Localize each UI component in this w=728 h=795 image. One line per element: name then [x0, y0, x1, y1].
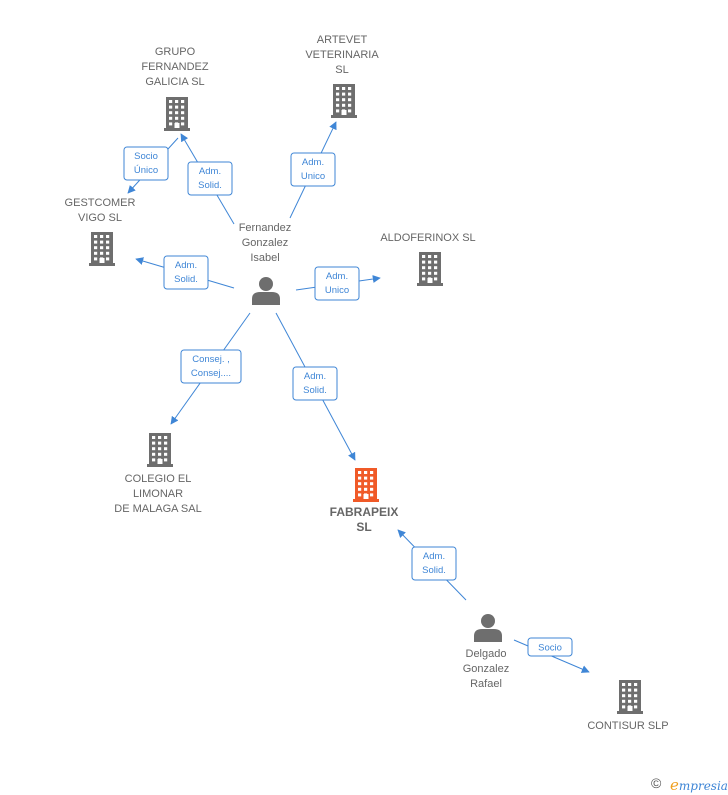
node-label-line: GESTCOMER — [65, 197, 136, 209]
edge-label-text: Unico — [325, 285, 349, 296]
edge-label-fernandez-artevet[interactable]: Adm. Unico — [290, 152, 336, 187]
edge-label-text: Adm. — [199, 166, 221, 177]
edge-label-fernandez-colegio[interactable]: Consej. , Consej.... — [180, 349, 242, 384]
node-label-line: Isabel — [250, 252, 279, 264]
edge-label-text: Solid. — [198, 180, 222, 191]
edge-label-text: Solid. — [422, 565, 446, 576]
brand-logo[interactable]: empresia — [670, 776, 728, 794]
node-label-line: SL — [356, 520, 371, 534]
node-grupo[interactable]: GRUPO FERNANDEZ GALICIA SL — [141, 46, 209, 131]
node-artevet[interactable]: ARTEVET VETERINARIA SL — [305, 34, 379, 118]
building-icon — [417, 252, 443, 286]
edge-label-text: Socio — [538, 643, 562, 654]
node-label-line: FABRAPEIX — [330, 505, 399, 519]
node-contisur[interactable]: CONTISUR SLP — [587, 680, 669, 732]
node-label-line: Rafael — [470, 678, 502, 690]
edge-label-text: Consej.... — [191, 368, 231, 379]
edge-label-text: Consej. , — [192, 354, 230, 365]
person-icon — [252, 277, 280, 305]
edge-label-text: Adm. — [304, 371, 326, 382]
node-label-line: VIGO SL — [78, 212, 122, 224]
edge-label-text: Adm. — [423, 551, 445, 562]
node-label-line: GALICIA SL — [145, 76, 204, 88]
node-label-line: ARTEVET — [317, 34, 368, 46]
node-label-line: FERNANDEZ — [141, 61, 209, 73]
node-label-line: Fernandez — [239, 222, 292, 234]
node-label-line: CONTISUR SLP — [587, 720, 668, 732]
building-icon — [331, 84, 357, 118]
node-label-line: GRUPO — [155, 46, 196, 58]
node-label-line: Delgado — [466, 648, 507, 660]
copyright-icon: © — [651, 775, 662, 791]
edge-label-fernandez-gestcomer[interactable]: Adm. Solid. — [163, 255, 209, 290]
edge-label-text: Adm. — [326, 271, 348, 282]
person-icon — [474, 614, 502, 642]
node-label-line: SL — [335, 64, 348, 76]
edge-label-text: Unico — [301, 171, 325, 182]
node-label-line: VETERINARIA — [305, 49, 379, 61]
node-label-line: LIMONAR — [133, 488, 183, 500]
edge-label-text: Adm. — [302, 157, 324, 168]
node-label-line: DE MALAGA SAL — [114, 503, 201, 515]
building-icon — [89, 232, 115, 266]
edge-label-fernandez-grupo[interactable]: Adm. Solid. — [187, 161, 233, 196]
building-icon — [617, 680, 643, 714]
edge-label-text: Adm. — [175, 260, 197, 271]
node-label-line: Gonzalez — [242, 237, 288, 249]
building-icon — [164, 97, 190, 131]
building-icon — [353, 468, 379, 502]
edge-label-text: Solid. — [303, 385, 327, 396]
brand-logo-text: mpresia — [678, 779, 728, 793]
edge-label-fernandez-fabrapeix[interactable]: Adm. Solid. — [292, 366, 338, 401]
node-gestcomer[interactable]: GESTCOMER VIGO SL — [65, 197, 136, 266]
edge-label-text: Único — [134, 165, 158, 176]
building-icon — [147, 433, 173, 467]
node-label-line: ALDOFERINOX SL — [380, 232, 475, 244]
brand-logo-initial: e — [670, 776, 679, 794]
edge-label-text: Solid. — [174, 274, 198, 285]
node-label-line: Gonzalez — [463, 663, 509, 675]
edge-label-delgado-contisur[interactable]: Socio — [527, 637, 573, 657]
edge-label-text: Socio — [134, 151, 158, 162]
node-colegio[interactable]: COLEGIO EL LIMONAR DE MALAGA SAL — [114, 433, 202, 515]
node-aldoferinox[interactable]: ALDOFERINOX SL — [380, 232, 476, 286]
edge-label-delgado-fabrapeix[interactable]: Adm. Solid. — [411, 546, 457, 581]
edge-label-fernandez-aldoferinox[interactable]: Adm. Unico — [314, 266, 360, 301]
node-label-line: COLEGIO EL — [125, 473, 192, 485]
